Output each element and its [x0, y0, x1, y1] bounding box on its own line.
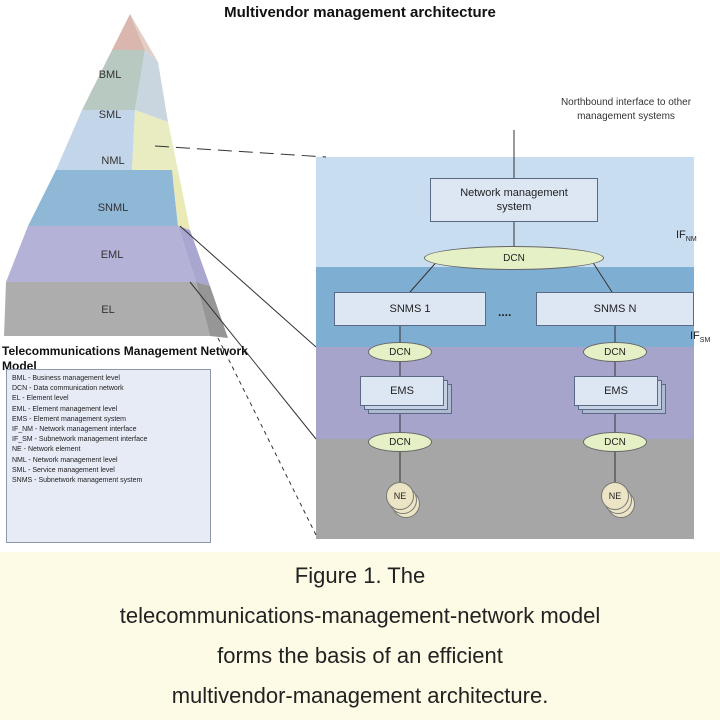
dcn-node-right-upper: DCN: [583, 342, 647, 362]
pyramid-layer-sml-side: [135, 50, 168, 122]
network-management-system-box: Network management system: [430, 178, 598, 222]
legend-item: NE - Network element: [12, 446, 81, 454]
pyramid-label-eml: EML: [101, 249, 124, 261]
caption-line: telecommunications-management-network mo…: [119, 603, 601, 628]
legend-item: DCN - Data communication network: [12, 385, 124, 393]
pyramid-layer-nml: [56, 110, 135, 170]
pyramid-layer-snml-side: [172, 170, 190, 230]
dcn-node-upper: DCN: [424, 246, 604, 270]
pyramid-layer-el: [4, 282, 210, 336]
band-el: [316, 439, 694, 539]
pyramid-layer-eml: [6, 226, 196, 282]
if-sm-label: IFSM: [690, 330, 711, 345]
pyramid-layer-bml: [112, 14, 145, 50]
legend-box: BML - Business management level DCN - Da…: [6, 369, 211, 543]
dcn-node-right-lower: DCN: [583, 432, 647, 452]
ems-box-right: EMS: [574, 376, 658, 406]
diagram-canvas: BML SML NML SNML EML EL: [4, 14, 694, 539]
legend-item: EL - Element level: [12, 395, 69, 403]
figure-caption: Figure 1. The telecommunications-managem…: [0, 556, 720, 716]
dcn-node-left-upper: DCN: [368, 342, 432, 362]
ne-node-right: NE: [601, 482, 629, 510]
legend-item: IF_NM - Network management interface: [12, 426, 137, 434]
network-management-system-label: Network management system: [460, 187, 568, 213]
caption-line: Figure 1. The: [294, 563, 426, 588]
pyramid-layer-bml-side: [130, 14, 158, 62]
caption-line: multivendor-management architecture.: [171, 683, 549, 708]
pyramid-layer-eml-side: [178, 226, 210, 286]
legend-item: EMS - Element management system: [12, 415, 126, 423]
legend-item: EML - Element management level: [12, 405, 118, 413]
pyramid-layer-snml: [28, 170, 178, 226]
northbound-interface-note: Northbound interface to other management…: [560, 97, 692, 122]
pyramid-label-nml: NML: [101, 155, 124, 167]
pyramid-label-sml: SML: [99, 109, 122, 121]
figure-title: Multivendor management architecture: [224, 4, 496, 21]
projection-line: [189, 281, 317, 440]
connector-line: [589, 257, 613, 293]
ems-box-left: EMS: [360, 376, 444, 406]
pyramid-label-bml: BML: [99, 69, 122, 81]
pyramid-layer-sml: [82, 50, 145, 110]
snms-1-box: SNMS 1: [334, 292, 486, 326]
caption-line: forms the basis of an efficient: [217, 643, 503, 668]
legend-item: SML - Service management level: [12, 466, 115, 474]
legend-item: IF_SM - Subnetwork management interface: [12, 436, 148, 444]
snms-n-box: SNMS N: [536, 292, 694, 326]
pyramid-layer-nml-side: [132, 110, 180, 180]
legend-item: BML - Business management level: [12, 375, 120, 382]
legend-item: NML - Network management level: [12, 456, 118, 464]
projection-line: [154, 145, 327, 158]
if-nm-label: IFNM: [676, 229, 697, 244]
pyramid-label-snml: SNML: [98, 202, 129, 214]
snms-ellipsis: ....: [498, 305, 512, 319]
legend-item: SNMS - Subnetwork management system: [12, 477, 143, 485]
pyramid-label-el: EL: [101, 304, 114, 316]
ne-node-left: NE: [386, 482, 414, 510]
caption-band: [0, 552, 720, 720]
dcn-node-left-lower: DCN: [368, 432, 432, 452]
projection-line: [179, 225, 317, 348]
